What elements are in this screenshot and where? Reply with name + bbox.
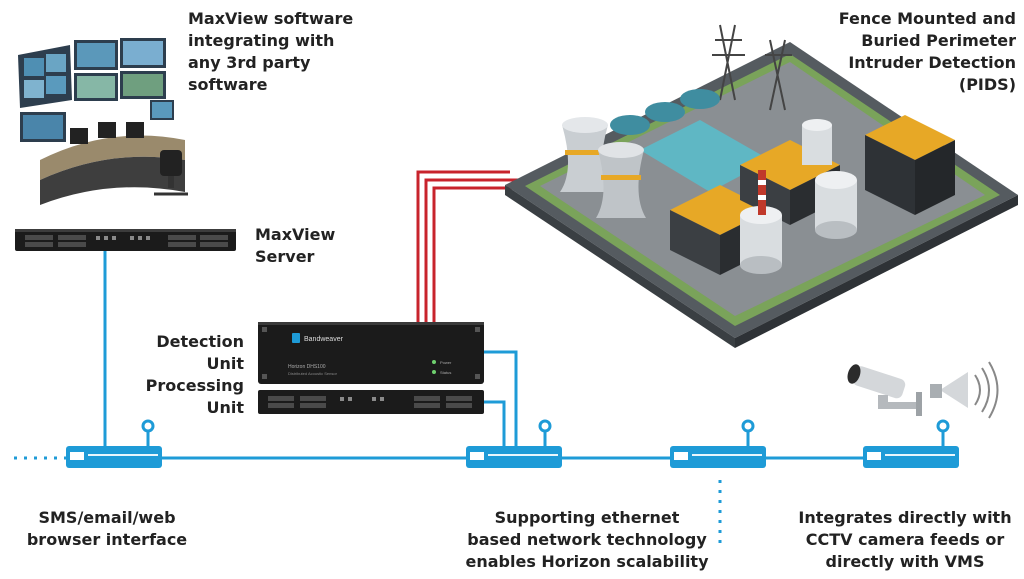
- network-switch-icon: [863, 446, 959, 468]
- maxview-software-label: MaxView software integrating with any 3r…: [188, 9, 354, 94]
- processing-unit-icon: [258, 390, 484, 414]
- control-room-icon: [18, 38, 188, 205]
- cctv-integration-label: Integrates directly with CCTV camera fee…: [798, 508, 1012, 571]
- pids-label: Fence Mounted and Buried Perimeter Intru…: [838, 9, 1016, 94]
- switch-antennas: [141, 419, 950, 433]
- cctv-camera-icon: [847, 364, 922, 416]
- network-lines: [14, 250, 945, 545]
- device-brand: Bandweaver: [304, 336, 344, 343]
- detection-unit-label: Detection Unit Processing Unit: [145, 332, 244, 417]
- server-rack-icon: [15, 229, 236, 251]
- network-switch-icon: [670, 446, 766, 468]
- status-indicator-label: Status: [440, 370, 451, 375]
- ethernet-scalability-label: Supporting ethernet based network techno…: [465, 508, 709, 571]
- maxview-server-label: MaxView Server: [255, 225, 336, 266]
- sensor-cables: [416, 170, 526, 322]
- device-subtitle: Distributed Acoustic Sensor: [288, 371, 338, 376]
- device-model: Horizon DHS100: [288, 364, 326, 370]
- detection-unit-icon: [258, 322, 484, 384]
- loudspeaker-icon: [930, 361, 999, 419]
- network-switch-icon: [466, 446, 562, 468]
- network-switch-icon: [66, 446, 162, 468]
- sms-interface-label: SMS/email/web browser interface: [26, 508, 188, 549]
- power-indicator-label: Power: [440, 360, 452, 365]
- power-plant-icon: [505, 24, 1018, 348]
